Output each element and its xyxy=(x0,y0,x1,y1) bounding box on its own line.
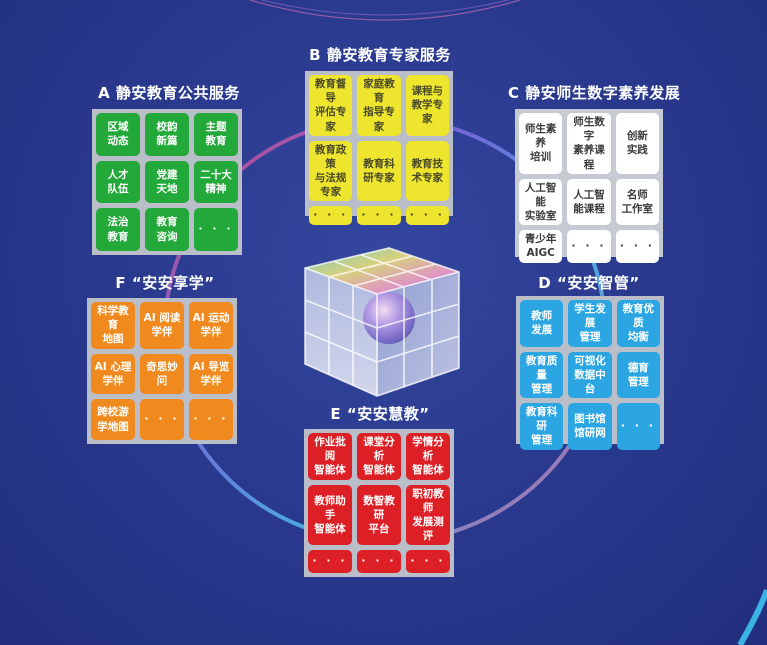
group-c-more[interactable]: · · · xyxy=(567,230,611,263)
group-c-item[interactable]: 人工智 能课程 xyxy=(567,178,611,226)
group-a-item[interactable]: 区域 动态 xyxy=(96,113,140,156)
group-a-item[interactable]: 二十大 精神 xyxy=(194,160,238,204)
group-d-item[interactable]: 图书馆 馆研网 xyxy=(568,403,612,450)
group-c-item[interactable]: 名师 工作室 xyxy=(615,178,659,226)
group-f-item[interactable]: 跨校游 学地图 xyxy=(91,399,135,440)
group-c-item[interactable]: 师生数字 素养课程 xyxy=(567,113,611,174)
group-b-item[interactable]: 教育科 研专家 xyxy=(357,140,401,202)
group-b-item[interactable]: 教育督导 评估专家 xyxy=(309,75,353,136)
group-c-item[interactable]: 青少年 AIGC xyxy=(519,230,563,263)
group-c-item[interactable]: 创新 实践 xyxy=(615,113,659,174)
group-b-item[interactable]: 教育政策 与法规 专家 xyxy=(309,140,353,202)
group-d-item[interactable]: 教育优质 均衡 xyxy=(616,300,660,347)
group-b-item[interactable]: 课程与 教学专家 xyxy=(405,75,449,136)
group-a-item[interactable]: 法治 教育 xyxy=(96,208,140,251)
group-e-more[interactable]: · · · xyxy=(308,550,352,573)
group-a-panel: 区域 动态 校韵 新篇 主题 教育 人才 队伍 党建 天地 二十大 精神 法治 … xyxy=(92,109,242,255)
group-c-item[interactable]: 人工智能 实验室 xyxy=(519,178,563,226)
group-e-more[interactable]: · · · xyxy=(406,550,450,573)
group-a-item[interactable]: 校韵 新篇 xyxy=(145,113,189,156)
group-d-item[interactable]: 德育 管理 xyxy=(616,351,660,399)
group-f-item[interactable]: AI 导览 学伴 xyxy=(189,353,233,395)
group-a-item[interactable]: 人才 队伍 xyxy=(96,160,140,204)
group-d-title: D “安安智管” xyxy=(538,274,640,292)
group-c-panel: 师生素养 培训 师生数字 素养课程 创新 实践 人工智能 实验室 人工智 能课程… xyxy=(515,109,663,263)
group-e-more[interactable]: · · · xyxy=(357,550,401,573)
group-e-panel: 作业批阅 智能体 课堂分析 智能体 学情分析 智能体 教师助手 智能体 数智教研… xyxy=(304,429,454,577)
group-b-more[interactable]: · · · xyxy=(405,206,449,226)
group-b-item[interactable]: 教育技 术专家 xyxy=(405,140,449,202)
group-f-title: F “安安享学” xyxy=(115,274,215,292)
group-f-more[interactable]: · · · xyxy=(140,399,184,440)
group-d-panel: 教师 发展 学生发展 管理 教育优质 均衡 教育质量 管理 可视化 数据中台 德… xyxy=(516,296,664,450)
group-e-item[interactable]: 数智教研 平台 xyxy=(357,484,401,546)
group-f-item[interactable]: AI 运动 学伴 xyxy=(189,302,233,349)
group-f-item[interactable]: 科学教育 地图 xyxy=(91,302,135,349)
group-e-item[interactable]: 课堂分析 智能体 xyxy=(357,433,401,480)
group-d-item[interactable]: 教育科研 管理 xyxy=(520,403,564,450)
group-f-item[interactable]: AI 阅读 学伴 xyxy=(140,302,184,349)
group-f-item[interactable]: AI 心理 学伴 xyxy=(91,353,135,395)
group-b-more[interactable]: · · · xyxy=(357,206,401,226)
group-e-item[interactable]: 学情分析 智能体 xyxy=(406,433,450,480)
group-e-item[interactable]: 教师助手 智能体 xyxy=(308,484,352,546)
group-e-title: E “安安慧教” xyxy=(330,405,430,423)
group-e-item[interactable]: 职初教师 发展测评 xyxy=(406,484,450,546)
group-d-item[interactable]: 可视化 数据中台 xyxy=(568,351,612,399)
group-a-more[interactable]: · · · xyxy=(194,208,238,251)
group-a-item[interactable]: 教育 咨询 xyxy=(145,208,189,251)
group-a-item[interactable]: 主题 教育 xyxy=(194,113,238,156)
rubik-cube-glass-icon xyxy=(297,240,467,400)
group-c-title: C 静安师生数字素养发展 xyxy=(508,84,681,102)
group-b-title: B 静安教育专家服务 xyxy=(309,46,451,64)
group-f-item[interactable]: 奇思妙问 xyxy=(140,353,184,395)
group-d-item[interactable]: 学生发展 管理 xyxy=(568,300,612,347)
group-b-item[interactable]: 家庭教育 指导专家 xyxy=(357,75,401,136)
group-f-panel: 科学教育 地图 AI 阅读 学伴 AI 运动 学伴 AI 心理 学伴 奇思妙问 … xyxy=(87,298,237,444)
group-f-more[interactable]: · · · xyxy=(189,399,233,440)
group-a-item[interactable]: 党建 天地 xyxy=(145,160,189,204)
group-d-more[interactable]: · · · xyxy=(616,403,660,450)
group-b-more[interactable]: · · · xyxy=(309,206,353,226)
group-e-item[interactable]: 作业批阅 智能体 xyxy=(308,433,352,480)
group-c-more[interactable]: · · · xyxy=(615,230,659,263)
group-d-item[interactable]: 教师 发展 xyxy=(520,300,564,347)
group-b-panel: 教育督导 评估专家 家庭教育 指导专家 课程与 教学专家 教育政策 与法规 专家… xyxy=(305,71,453,226)
group-d-item[interactable]: 教育质量 管理 xyxy=(520,351,564,399)
group-c-item[interactable]: 师生素养 培训 xyxy=(519,113,563,174)
group-a-title: A 静安教育公共服务 xyxy=(98,84,240,102)
